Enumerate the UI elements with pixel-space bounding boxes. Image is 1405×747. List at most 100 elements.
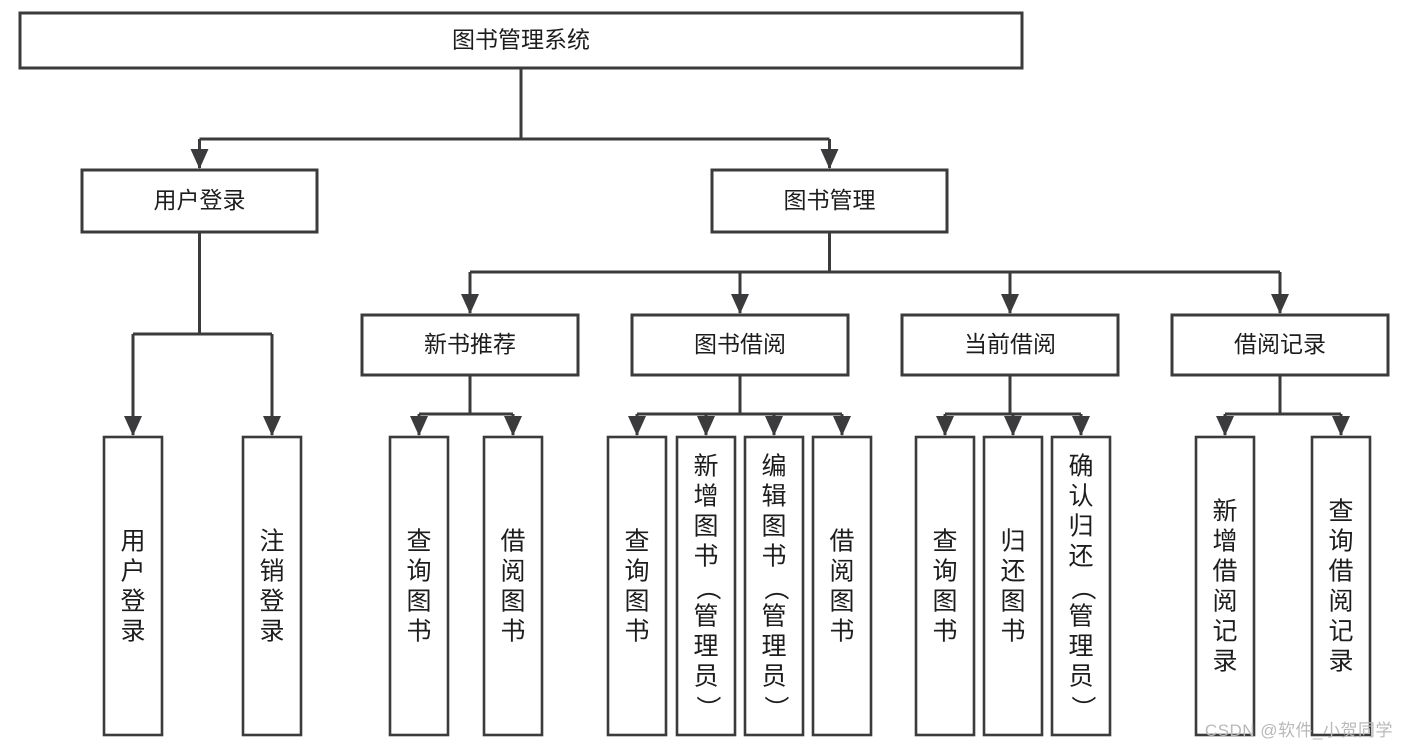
leaf-label-char: 书 [932, 618, 957, 646]
node-box[interactable] [675, 435, 737, 737]
node-box[interactable] [811, 435, 873, 737]
arrow-head [1271, 294, 1289, 314]
leaf-label-char: 录 [1212, 648, 1237, 676]
leaf-label-char: 书 [1000, 618, 1025, 646]
leaf-label-char: 阅 [829, 558, 854, 586]
leaf-label-char: 归 [1068, 513, 1093, 541]
node-box[interactable] [606, 435, 668, 737]
node-level3-3[interactable]: 借阅记录 [1170, 313, 1390, 377]
node-box[interactable] [360, 313, 580, 377]
node-boxes: 图书管理系统用户登录图书管理新书推荐图书借阅当前借阅借阅记录用户登录注销登录查询… [18, 11, 1390, 737]
arrow-head [461, 294, 479, 314]
leaf-label-char: 增 [1212, 528, 1237, 556]
node-box[interactable] [900, 313, 1120, 377]
node-box[interactable] [1310, 435, 1372, 737]
leaf-label-char: （ [693, 575, 721, 600]
leaf-label-char: 员 [693, 663, 718, 691]
leaf-label-char: 登 [120, 588, 145, 616]
arrow-head [504, 416, 522, 436]
leaf-label-char: 询 [624, 558, 649, 586]
leaf-label-char: 归 [1000, 528, 1025, 556]
leaf-label-char: 登 [259, 588, 284, 616]
node-label: 用户登录 [154, 187, 246, 213]
leaf-label-char: 图 [932, 588, 957, 616]
arrow-head [410, 416, 428, 436]
leaf-label-char: 理 [761, 633, 786, 661]
arrow-head [765, 416, 783, 436]
leaf-label-char: 销 [259, 558, 284, 586]
arrow-head [936, 416, 954, 436]
leaf-label-char: 书 [406, 618, 431, 646]
node-label: 当前借阅 [964, 331, 1056, 357]
leaf-label-char: 查 [624, 528, 649, 556]
node-box[interactable] [982, 435, 1044, 737]
leaf-label-char: 书 [829, 618, 854, 646]
node-box[interactable] [1194, 435, 1256, 737]
leaf-label-char: 理 [693, 633, 718, 661]
node-root-0[interactable]: 图书管理系统 [18, 11, 1024, 70]
node-box[interactable] [18, 11, 1024, 70]
leaf-label-char: 员 [1068, 663, 1093, 691]
leaf-label-char: ） [693, 695, 721, 720]
node-box[interactable] [241, 435, 303, 737]
arrow-head [124, 416, 142, 436]
connector-edges [124, 68, 1350, 436]
node-level3-0[interactable]: 新书推荐 [360, 313, 580, 377]
node-box[interactable] [630, 313, 850, 377]
node-box[interactable] [1170, 313, 1390, 377]
leaf-label-char: 注 [259, 528, 284, 556]
node-level2-1[interactable]: 图书管理 [710, 168, 949, 234]
leaf-label-char: 辑 [761, 483, 786, 511]
node-box[interactable] [710, 168, 949, 234]
node-box[interactable] [102, 435, 164, 737]
leaf-label-char: 书 [761, 543, 786, 571]
leaf-label-char: 管 [693, 603, 718, 631]
leaf-label-char: 户 [120, 558, 145, 586]
node-box[interactable] [743, 435, 805, 737]
leaf-label-char: 询 [932, 558, 957, 586]
node-box[interactable] [80, 168, 319, 234]
node-label: 图书管理系统 [452, 27, 590, 53]
leaf-label-char: 图 [693, 513, 718, 541]
node-leaf-0[interactable]: 用户登录 [102, 435, 164, 737]
leaf-label-char: 阅 [1328, 588, 1353, 616]
arrow-head [731, 294, 749, 314]
node-level3-1[interactable]: 图书借阅 [630, 313, 850, 377]
node-label: 借阅记录 [1234, 331, 1326, 357]
leaf-label-char: （ [761, 575, 789, 600]
leaf-label-char: 图 [1000, 588, 1025, 616]
node-box[interactable] [1050, 435, 1112, 737]
leaf-label-char: 记 [1212, 618, 1237, 646]
leaf-label-char: 图 [500, 588, 525, 616]
node-label: 图书管理 [784, 187, 876, 213]
leaf-label-char: 书 [500, 618, 525, 646]
leaf-label-char: 询 [1328, 528, 1353, 556]
leaf-label-char: 录 [1328, 648, 1353, 676]
leaf-label-char: 还 [1000, 558, 1025, 586]
node-box[interactable] [914, 435, 976, 737]
arrow-head [697, 416, 715, 436]
node-level3-2[interactable]: 当前借阅 [900, 313, 1120, 377]
leaf-label-char: 书 [624, 618, 649, 646]
node-box[interactable] [482, 435, 544, 737]
leaf-label-char: 书 [693, 543, 718, 571]
leaf-label-char: 还 [1068, 543, 1093, 571]
node-level2-0[interactable]: 用户登录 [80, 168, 319, 234]
leaf-label-char: 员 [761, 663, 786, 691]
node-box[interactable] [388, 435, 450, 737]
leaf-label-char: 图 [761, 513, 786, 541]
